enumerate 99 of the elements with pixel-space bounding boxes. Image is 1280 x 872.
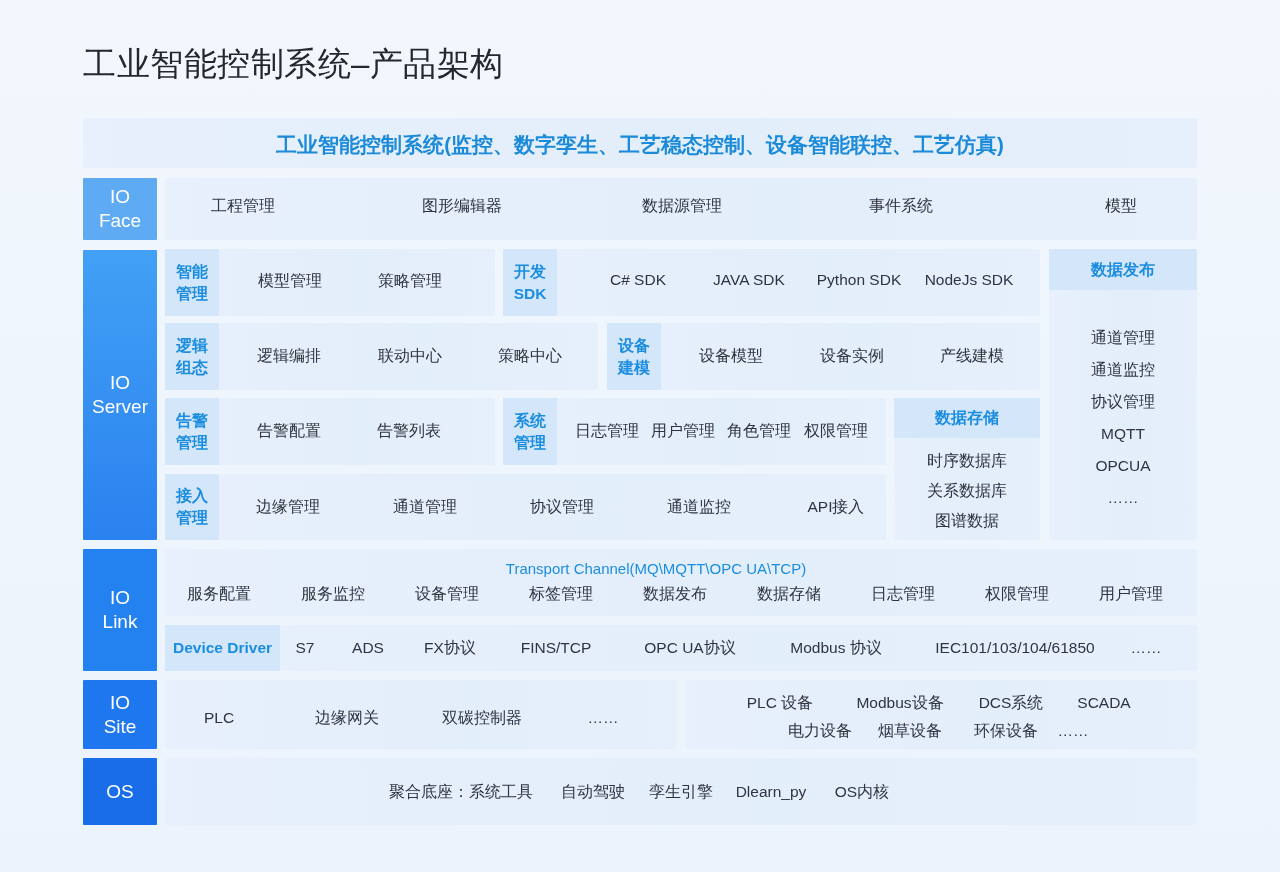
feature-label: 通道监控 (667, 497, 731, 517)
feature-label: Modbus设备 (856, 693, 944, 713)
module-panel (607, 323, 1040, 390)
layer-header: IO Face (83, 178, 157, 240)
category-header: 设备建模 (607, 323, 661, 390)
feature-label: …… (1130, 638, 1162, 658)
category-header: 逻辑组态 (165, 323, 219, 390)
feature-label: FINS/TCP (520, 638, 592, 658)
feature-label: PLC (203, 708, 235, 728)
feature-label: FX协议 (424, 638, 476, 658)
module-panel (165, 249, 495, 316)
feature-label: …… (1057, 721, 1089, 741)
feature-label: 图形编辑器 (422, 196, 502, 216)
feature-label: 双碳控制器 (442, 708, 522, 728)
feature-label: PLC 设备 (746, 693, 814, 713)
feature-label: Dlearn_py (735, 782, 807, 802)
layer-header: IO Site (83, 680, 157, 749)
feature-label: 通道监控 (1091, 360, 1155, 380)
module-panel (165, 474, 886, 540)
feature-label: 烟草设备 (878, 721, 942, 741)
feature-label: C# SDK (610, 270, 666, 290)
feature-label: 聚合底座：系统工具 (389, 782, 533, 802)
feature-label: IEC101/103/104/61850 (935, 638, 1095, 658)
layer-header: IO Link (83, 549, 157, 671)
feature-label: JAVA SDK (713, 270, 785, 290)
feature-label: 权限管理 (804, 421, 868, 441)
feature-label: 模型 (1105, 196, 1137, 216)
feature-label: 联动中心 (378, 346, 442, 366)
module-panel (165, 625, 1197, 671)
feature-label: OPC UA协议 (644, 638, 736, 658)
feature-label: 孪生引擎 (649, 782, 713, 802)
feature-label: 设备模型 (699, 346, 763, 366)
layer-header: IO Server (83, 250, 157, 540)
category-header: Device Driver (165, 625, 280, 671)
category-header: 数据发布 (1049, 249, 1197, 290)
feature-label: SCADA (1077, 693, 1131, 713)
feature-label: 通道管理 (1091, 328, 1155, 348)
feature-label: 自动驾驶 (561, 782, 625, 802)
feature-label: 用户管理 (651, 421, 715, 441)
feature-label: 电力设备 (788, 721, 852, 741)
channel-heading: Transport Channel(MQ\MQTT\OPC UA\TCP) (505, 559, 807, 579)
feature-label: 角色管理 (727, 421, 791, 441)
module-panel (1049, 249, 1197, 540)
feature-label: 时序数据库 (927, 451, 1007, 471)
module-panel (165, 398, 495, 465)
feature-label: 策略管理 (378, 271, 442, 291)
feature-label: DCS系统 (978, 693, 1044, 713)
feature-label: 数据发布 (643, 584, 707, 604)
feature-label: 产线建模 (940, 346, 1004, 366)
feature-label: 标签管理 (529, 584, 593, 604)
feature-label: OPCUA (1095, 456, 1151, 476)
feature-label: 服务监控 (301, 584, 365, 604)
page-title: 工业智能控制系统–产品架构 (83, 44, 504, 84)
feature-label: 图谱数据 (935, 511, 999, 531)
feature-label: 协议管理 (530, 497, 594, 517)
category-header: 数据存储 (894, 398, 1040, 438)
feature-label: 告警列表 (377, 421, 441, 441)
feature-label: 模型管理 (258, 271, 322, 291)
module-panel (894, 398, 1040, 540)
feature-label: 服务配置 (187, 584, 251, 604)
feature-label: 逻辑编排 (257, 346, 321, 366)
feature-label: 日志管理 (575, 421, 639, 441)
feature-label: S7 (295, 638, 315, 658)
feature-label: 工程管理 (211, 196, 275, 216)
feature-label: NodeJs SDK (924, 270, 1014, 290)
feature-label: Python SDK (816, 270, 902, 290)
feature-label: 环保设备 (974, 721, 1038, 741)
feature-label: …… (587, 708, 619, 728)
feature-label: 数据源管理 (642, 196, 722, 216)
feature-label: …… (1107, 488, 1139, 508)
category-header: 接入管理 (165, 474, 219, 540)
category-header: 开发SDK (503, 249, 557, 316)
module-panel (503, 249, 1040, 316)
feature-label: 日志管理 (871, 584, 935, 604)
feature-label: 权限管理 (985, 584, 1049, 604)
feature-label: 事件系统 (869, 196, 933, 216)
feature-label: 设备管理 (415, 584, 479, 604)
feature-label: 协议管理 (1091, 392, 1155, 412)
feature-label: 边缘管理 (256, 497, 320, 517)
feature-label: OS内核 (834, 782, 890, 802)
feature-label: 通道管理 (393, 497, 457, 517)
module-panel (165, 323, 598, 390)
feature-label: 关系数据库 (927, 481, 1007, 501)
feature-label: 数据存储 (757, 584, 821, 604)
category-header: 告警管理 (165, 398, 219, 465)
layer-header: OS (83, 758, 157, 825)
feature-label: 边缘网关 (315, 708, 379, 728)
banner-text: 工业智能控制系统(监控、数字孪生、工艺稳态控制、设备智能联控、工艺仿真) (276, 132, 1004, 158)
feature-label: MQTT (1101, 424, 1145, 444)
module-panel (503, 398, 886, 465)
feature-label: 设备实例 (820, 346, 884, 366)
category-header: 系统管理 (503, 398, 557, 465)
feature-label: API接入 (807, 497, 865, 517)
feature-label: 告警配置 (257, 421, 321, 441)
feature-label: 策略中心 (498, 346, 562, 366)
feature-label: Modbus 协议 (790, 638, 882, 658)
feature-label: 用户管理 (1099, 584, 1163, 604)
feature-label: ADS (352, 638, 384, 658)
category-header: 智能管理 (165, 249, 219, 316)
